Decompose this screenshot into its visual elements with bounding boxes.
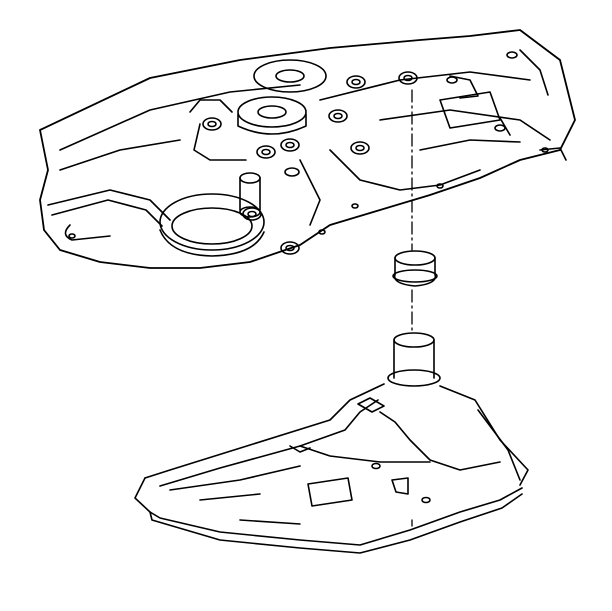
case-bolt (202, 117, 222, 131)
case-bolt (242, 207, 262, 221)
case-bolt (256, 145, 276, 159)
case-bolt (280, 241, 300, 255)
case-bolt (284, 167, 300, 177)
case-bolt (328, 109, 348, 123)
filter-seal (392, 250, 438, 287)
case-bolt (350, 141, 370, 155)
transmission-fluid-filter (134, 332, 529, 554)
transmission-case-underside (39, 29, 576, 269)
case-bolt (346, 75, 366, 89)
case-bolt (280, 138, 300, 152)
case-bolt (398, 71, 418, 85)
filter-neck (387, 332, 441, 387)
